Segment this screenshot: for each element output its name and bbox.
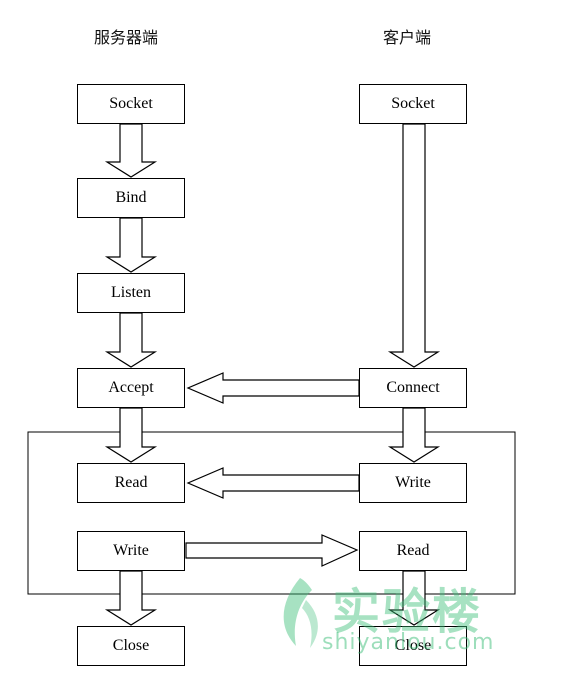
arrow-connect-to-write [387, 407, 441, 463]
watermark-url-text: shiyanlou.com [322, 630, 495, 655]
server-read-node: Read [77, 463, 185, 503]
server-column-title: 服务器端 [93, 28, 158, 47]
client-socket-node: Socket [359, 84, 467, 124]
arrow-server-write-to-client-read [185, 534, 359, 567]
server-listen-node: Listen [77, 273, 185, 313]
arrow-write-to-read [186, 467, 360, 499]
arrow-client-read-to-close [387, 570, 441, 626]
server-write-node: Write [77, 531, 185, 571]
leaf-logo-icon [283, 578, 318, 648]
arrow-client-socket-to-connect [387, 123, 441, 368]
arrow-bind-to-listen [104, 217, 158, 273]
server-socket-node: Socket [77, 84, 185, 124]
server-bind-node: Bind [77, 178, 185, 218]
client-write-node: Write [359, 463, 467, 503]
watermark-chinese-text: 实验楼 [332, 584, 483, 640]
arrow-write-to-close [104, 570, 158, 626]
server-close-node: Close [77, 626, 185, 666]
loop-frame [27, 431, 516, 595]
client-connect-node: Connect [359, 368, 467, 408]
arrow-accept-to-read [104, 407, 158, 463]
client-read-node: Read [359, 531, 467, 571]
arrow-listen-to-accept [104, 312, 158, 368]
shiyanlou-watermark: 实验楼 shiyanlou.com [270, 572, 510, 662]
server-accept-node: Accept [77, 368, 185, 408]
client-column-title: 客户端 [382, 28, 431, 47]
arrow-connect-to-accept [186, 372, 360, 404]
arrow-socket-to-bind [104, 123, 158, 178]
client-close-node: Close [359, 626, 467, 666]
